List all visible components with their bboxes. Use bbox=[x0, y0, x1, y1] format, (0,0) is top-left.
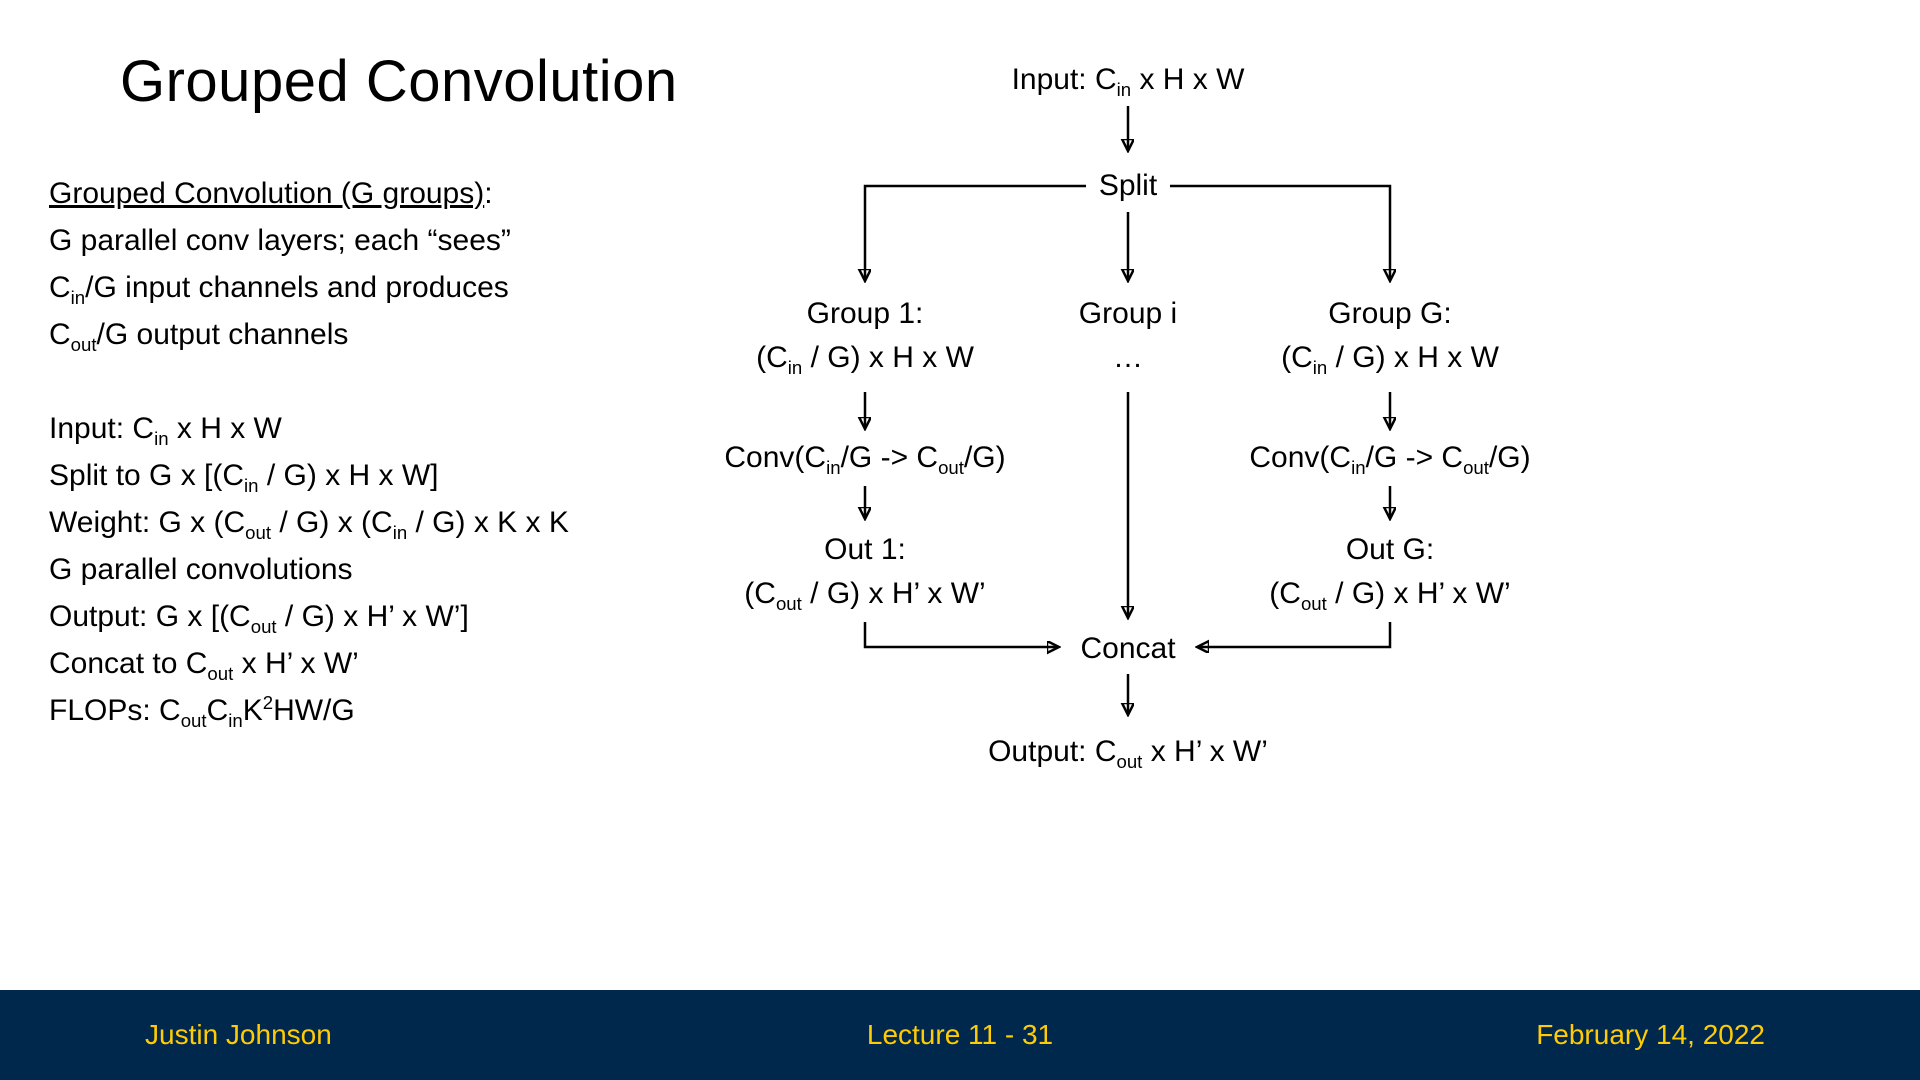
diagram-out1-label: Out 1: (Cout / G) x H’ x W’ bbox=[744, 533, 986, 614]
diagram-groupi-label: Group i … bbox=[1078, 297, 1178, 374]
diagram-split-label: Split bbox=[1098, 169, 1158, 202]
diagram-convG-label: Conv(Cin/G -> Cout/G) bbox=[1249, 441, 1531, 478]
footer-author: Justin Johnson bbox=[145, 1019, 332, 1050]
detail-line: Concat to Cout x H’ x W’ bbox=[49, 647, 359, 684]
footer-lecture-page: Lecture 11 - 31 bbox=[866, 1019, 1054, 1050]
arrow-split-to-groupG bbox=[1170, 184, 1390, 280]
arrow-split-to-group1 bbox=[865, 184, 1086, 280]
detail-line: Split to G x [(Cin / G) x H x W] bbox=[49, 459, 439, 496]
footer-date: February 14, 2022 bbox=[1536, 1019, 1765, 1050]
left-heading-colon: : bbox=[484, 177, 493, 210]
intro-line: Cin/G input channels and produces bbox=[49, 271, 509, 308]
footer-bar: Justin Johnson Lecture 11 - 31 February … bbox=[0, 990, 1920, 1080]
detail-line: G parallel convolutions bbox=[49, 553, 353, 586]
diagram-output-label: Output: Cout x H’ x W’ bbox=[988, 735, 1268, 772]
left-text-block: Grouped Convolution (G groups): G parall… bbox=[49, 170, 569, 734]
left-heading-underlined: Grouped Convolution (G groups) bbox=[49, 177, 485, 210]
detail-line: FLOPs: CoutCinK2HW/G bbox=[49, 692, 355, 731]
left-heading: Grouped Convolution (G groups): bbox=[49, 170, 569, 217]
intro-line: Cout/G output channels bbox=[49, 318, 349, 355]
diagram-outG-label: Out G: (Cout / G) x H’ x W’ bbox=[1269, 533, 1511, 614]
diagram-input-label: Input: Cin x H x W bbox=[1011, 63, 1245, 100]
diagram-group1-label: Group 1: (Cin / G) x H x W bbox=[756, 297, 974, 378]
intro-line: G parallel conv layers; each “sees” bbox=[49, 224, 511, 257]
detail-line: Input: Cin x H x W bbox=[49, 412, 282, 449]
detail-line: Output: G x [(Cout / G) x H’ x W’] bbox=[49, 600, 469, 637]
arrow-outG-to-concat bbox=[1198, 622, 1392, 647]
diagram-concat-label: Concat bbox=[1080, 632, 1176, 665]
detail-line: Weight: G x (Cout / G) x (Cin / G) x K x… bbox=[49, 506, 569, 543]
slide-title: Grouped Convolution bbox=[120, 49, 678, 114]
arrow-out1-to-concat bbox=[863, 622, 1058, 647]
diagram-conv1-label: Conv(Cin/G -> Cout/G) bbox=[724, 441, 1006, 478]
diagram-groupG-label: Group G: (Cin / G) x H x W bbox=[1281, 297, 1499, 378]
